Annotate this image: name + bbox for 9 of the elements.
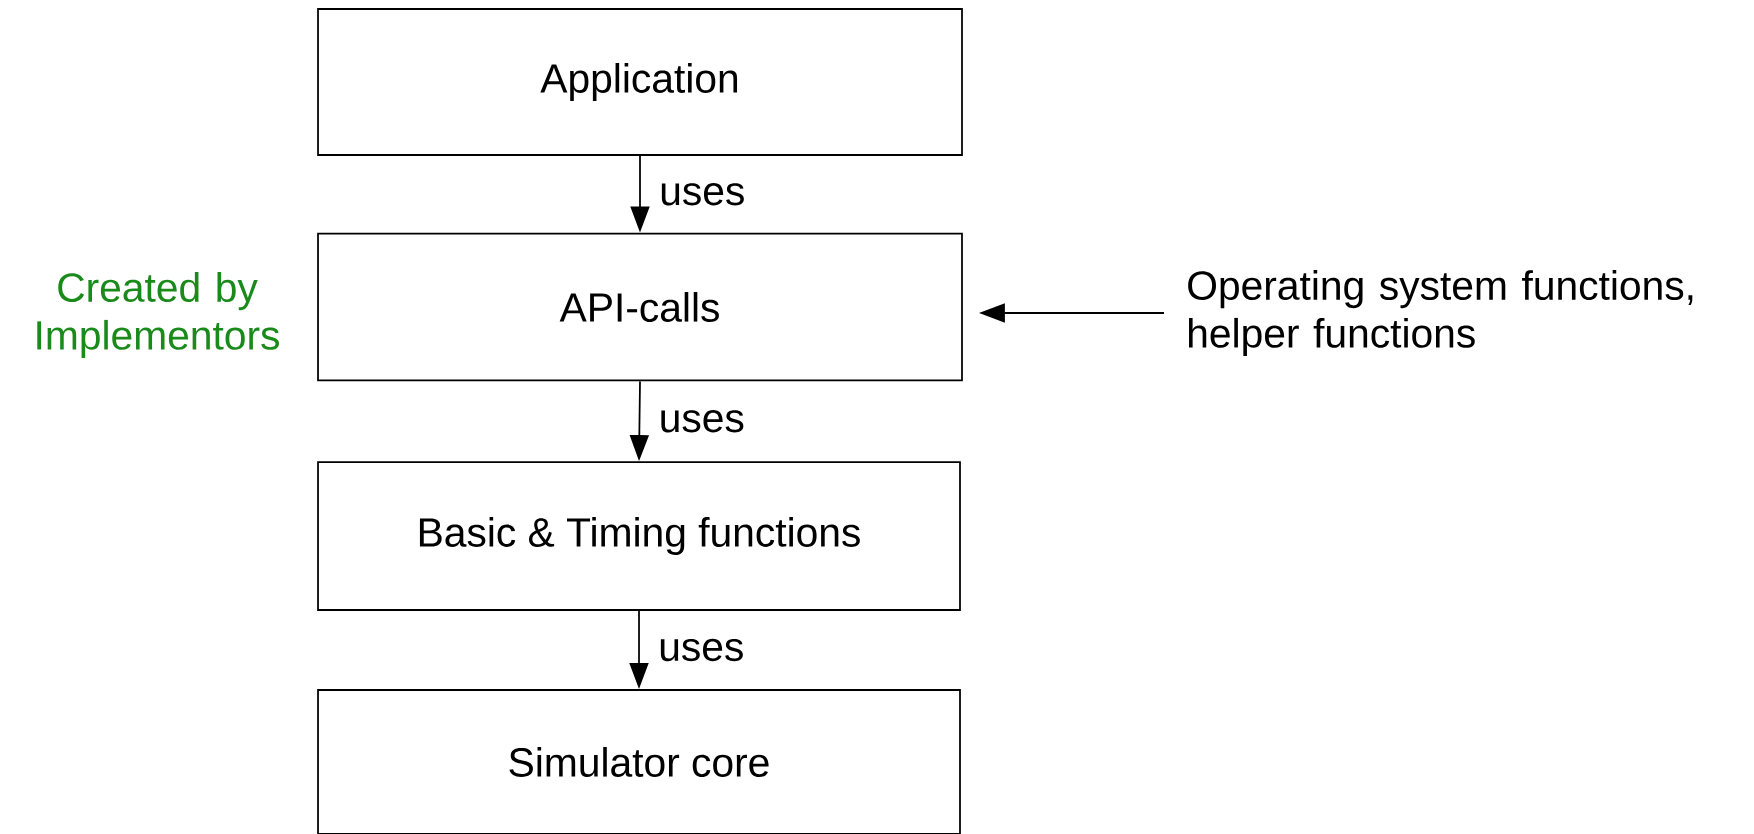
layer-box: API-calls: [317, 232, 963, 382]
layer-box: Basic & Timing functions: [317, 461, 961, 611]
edge-label: uses: [655, 406, 749, 436]
side-note: Created by Implementors: [37, 272, 279, 358]
layer-box: Application: [317, 8, 963, 156]
layer-box: Simulator core: [317, 689, 961, 834]
edge-label: uses: [655, 179, 749, 209]
edge-label: uses: [654, 635, 748, 665]
note-text: Operating system functions, helper functions: [1188, 270, 1693, 356]
